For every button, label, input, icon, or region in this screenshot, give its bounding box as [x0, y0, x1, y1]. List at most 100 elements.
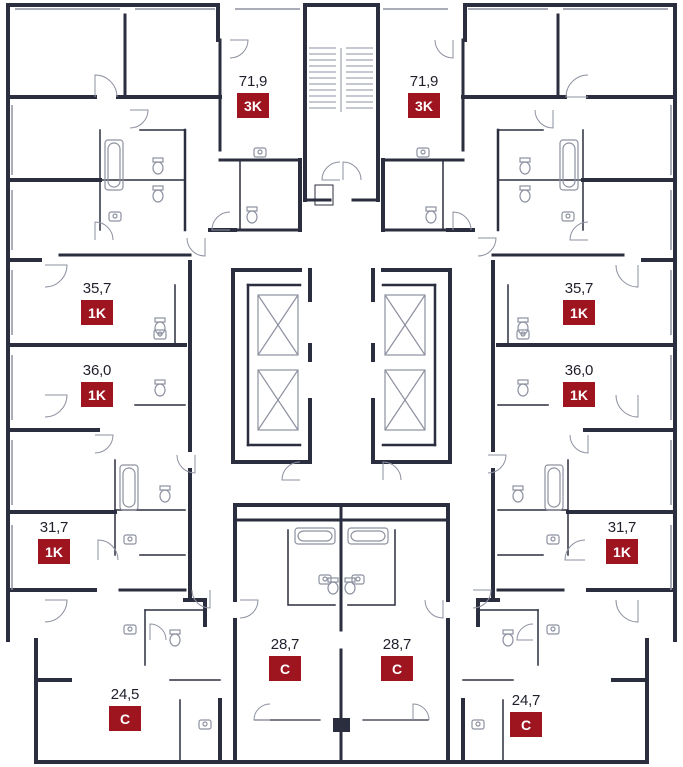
unit-type-badge: 1K: [563, 300, 595, 325]
door-swing-icon: [412, 703, 430, 721]
sink-icon: [322, 576, 328, 582]
door-swing-icon: [176, 454, 196, 474]
toilet-icon: [169, 633, 181, 647]
sink-icon: [561, 211, 575, 222]
sink-icon: [520, 331, 526, 337]
door-swing-icon: [94, 434, 114, 454]
exterior-wall: [461, 678, 649, 764]
unit-c-right[interactable]: 24,7 C: [510, 692, 542, 737]
sink-icon: [471, 719, 485, 730]
unit-1k-right-1[interactable]: 35,7 1K: [563, 280, 595, 325]
door-swing-icon: [149, 623, 167, 641]
door-swing-icon: [211, 211, 231, 231]
door-swing-icon: [434, 39, 454, 59]
core-layer: [314, 184, 350, 732]
toilet-icon: [246, 210, 258, 224]
door-swing-icon: [321, 161, 341, 181]
sink-icon: [550, 626, 556, 632]
door-swing-icon: [565, 74, 589, 98]
elevator-icon: [257, 369, 299, 431]
bathtub-icon: [544, 464, 564, 511]
sink-icon: [153, 329, 167, 340]
door-swing-icon: [94, 221, 114, 241]
toilet-icon: [344, 581, 356, 595]
sink-icon: [516, 329, 530, 340]
unit-type-badge: C: [269, 656, 301, 681]
sink-icon: [420, 149, 426, 155]
sink-icon: [202, 721, 208, 727]
unit-1k-left-2[interactable]: 36,0 1K: [81, 362, 113, 407]
elevator-icon: [384, 369, 426, 431]
sink-icon: [253, 147, 267, 158]
door-swing-icon: [569, 221, 589, 241]
elevator-icon: [384, 369, 426, 431]
bathtub-icon: [347, 527, 389, 545]
bathtub-icon: [104, 139, 124, 191]
door-swing-icon: [191, 589, 211, 609]
toilet-icon: [517, 383, 529, 397]
corridor-wall: [183, 598, 207, 627]
bathtub-icon: [562, 142, 576, 188]
bathtub-icon: [294, 527, 336, 545]
door-swing-icon: [44, 264, 68, 288]
door-swing-icon: [516, 623, 534, 641]
partition: [347, 529, 396, 606]
toilet-icon: [154, 383, 166, 397]
door-swing-icon: [186, 237, 206, 257]
bathtub-icon: [547, 467, 561, 508]
unit-area: 36,0: [82, 362, 112, 379]
elevator-icon: [384, 294, 426, 356]
partition: [287, 529, 336, 606]
unit-type-badge: 1K: [81, 382, 113, 407]
bathtub-icon: [297, 530, 333, 542]
sink-icon: [416, 147, 430, 158]
door-swing-icon: [44, 394, 68, 418]
toilet-icon: [519, 189, 531, 203]
door-swing-icon: [97, 539, 119, 561]
unit-1k-right-2[interactable]: 36,0 1K: [563, 362, 595, 407]
elevator-icon: [257, 294, 299, 356]
bathtub-icon: [119, 464, 139, 511]
sink-icon: [550, 536, 556, 542]
unit-area: 24,7: [511, 692, 541, 709]
door-swing-icon: [615, 394, 639, 418]
door-swing-icon: [382, 461, 402, 481]
unit-area: 71,9: [238, 73, 268, 90]
sink-icon: [475, 721, 481, 727]
unit-c-left[interactable]: 24,5 C: [109, 686, 141, 731]
unit-type-badge: 3K: [408, 93, 440, 118]
toilet-icon: [512, 489, 524, 503]
unit-type-badge: 1K: [38, 539, 70, 564]
unit-area: 28,7: [270, 636, 300, 653]
unit-area: 31,7: [39, 519, 69, 536]
unit-area: 31,7: [607, 519, 637, 536]
sink-icon: [157, 331, 163, 337]
bathtub-icon: [107, 142, 121, 188]
unit-3k-right[interactable]: 71,9 3K: [408, 73, 440, 118]
unit-1k-right-3[interactable]: 31,7 1K: [606, 519, 638, 564]
unit-3k-left[interactable]: 71,9 3K: [237, 73, 269, 118]
bathtub-icon: [122, 467, 136, 508]
unit-type-badge: 1K: [606, 539, 638, 564]
unit-type-badge: C: [381, 656, 413, 681]
door-swing-icon: [94, 74, 118, 98]
door-swing-icon: [615, 264, 639, 288]
unit-1k-left-3[interactable]: 31,7 1K: [38, 519, 70, 564]
exterior-wall: [34, 678, 222, 764]
door-swing-icon: [569, 434, 589, 454]
elevator-icon: [257, 294, 299, 356]
unit-type-badge: C: [510, 712, 542, 737]
unit-1k-left-1[interactable]: 35,7 1K: [81, 280, 113, 325]
sink-icon: [123, 534, 137, 545]
door-swing-icon: [239, 599, 259, 619]
sink-icon: [127, 626, 133, 632]
unit-type-badge: 1K: [81, 300, 113, 325]
unit-c-mid-right[interactable]: 28,7 C: [381, 636, 413, 681]
unit-type-badge: 1K: [563, 382, 595, 407]
sink-icon: [198, 719, 212, 730]
sink-icon: [127, 536, 133, 542]
unit-area: 35,7: [564, 280, 594, 297]
unit-c-mid-left[interactable]: 28,7 C: [269, 636, 301, 681]
door-swing-icon: [129, 109, 149, 129]
